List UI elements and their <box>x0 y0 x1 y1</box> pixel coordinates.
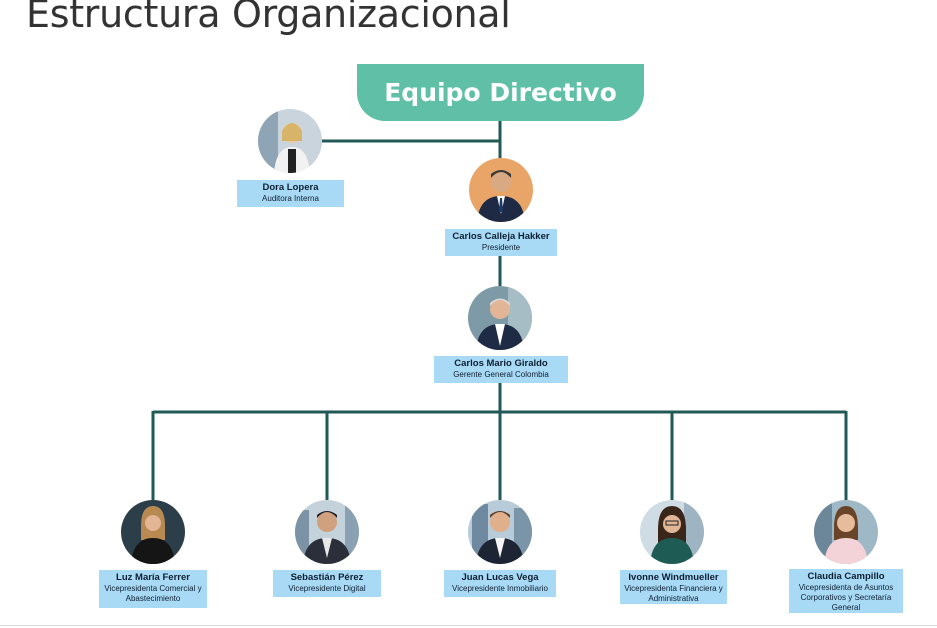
person-card: Ivonne Windmueller Vicepresidenta Financ… <box>620 570 727 604</box>
person-name: Ivonne Windmueller <box>628 572 719 583</box>
page-title: Estructura Organizacional <box>26 0 511 36</box>
person-name: Juan Lucas Vega <box>461 572 539 583</box>
person-photo-icon <box>640 500 704 564</box>
person-name: Sebastián Pérez <box>290 572 364 583</box>
person-name: Dora Lopera <box>262 182 319 193</box>
person-role: Vicepresidenta Financiera y Administrati… <box>624 584 723 603</box>
person-name: Carlos Mario Giraldo <box>454 358 548 369</box>
person-card: Sebastián Pérez Vicepresidente Digital <box>273 570 381 597</box>
header-equipo-directivo: Equipo Directivo <box>357 64 644 121</box>
person-photo-icon <box>295 500 359 564</box>
person-role: Auditora Interna <box>262 194 319 203</box>
person-photo-icon <box>469 158 533 222</box>
divider <box>0 625 937 626</box>
person-role: Vicepresidenta de Asuntos Corporativos y… <box>798 583 894 612</box>
person-photo-icon <box>468 500 532 564</box>
person-photo-icon <box>258 109 322 173</box>
person-photo-icon <box>814 500 878 564</box>
person-photo-icon <box>121 500 185 564</box>
person-name: Luz María Ferrer <box>116 572 190 583</box>
person-card: Dora Lopera Auditora Interna <box>237 180 344 207</box>
person-card: Juan Lucas Vega Vicepresidente Inmobilia… <box>444 570 556 597</box>
person-role: Vicepresidente Digital <box>288 584 366 593</box>
person-card: Claudia Campillo Vicepresidenta de Asunt… <box>789 569 903 613</box>
person-card: Carlos Mario Giraldo Gerente General Col… <box>434 356 568 383</box>
person-role: Vicepresidenta Comercial y Abastecimient… <box>104 584 202 603</box>
person-photo-icon <box>468 286 532 350</box>
person-role: Presidente <box>481 243 521 252</box>
person-role: Gerente General Colombia <box>453 370 549 379</box>
person-name: Claudia Campillo <box>807 571 885 582</box>
person-card: Luz María Ferrer Vicepresidenta Comercia… <box>99 570 207 608</box>
person-card: Carlos Calleja Hakker Presidente <box>445 229 557 256</box>
person-name: Carlos Calleja Hakker <box>452 231 550 242</box>
person-role: Vicepresidente Inmobiliario <box>452 584 548 593</box>
